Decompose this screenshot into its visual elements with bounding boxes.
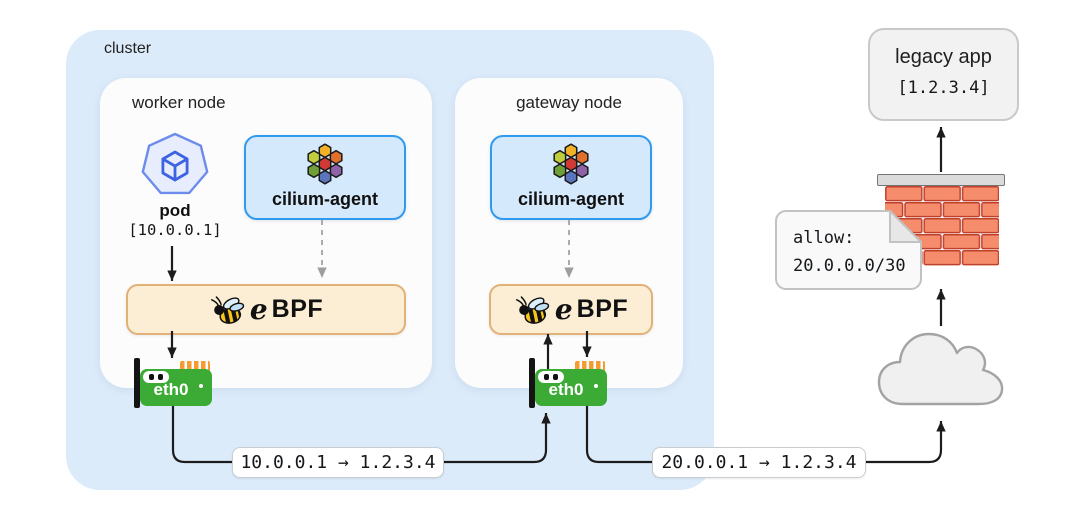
cilium-agent-label: cilium-agent: [517, 189, 624, 209]
eth0-bracket: [529, 358, 535, 408]
eth0-pins: [575, 361, 605, 372]
cilium-logo-icon: [492, 143, 650, 185]
cilium-agent-box-worker: cilium-agent: [244, 135, 406, 220]
rule-line-2: 20.0.0.0/30: [793, 256, 906, 276]
flow-label-worker-to-gateway: 10.0.0.1 → 1.2.3.4: [232, 447, 444, 478]
legacy-app-box: legacy app [1.2.3.4]: [868, 28, 1019, 121]
firewall-cap: [877, 174, 1005, 186]
flow-label-gateway-to-external: 20.0.0.1 → 1.2.3.4: [652, 447, 866, 478]
pod-label: pod: [159, 201, 191, 220]
ebpf-label-e: e: [554, 292, 573, 326]
legacy-app-ip: [1.2.3.4]: [897, 78, 990, 98]
network-card-icon: eth0: [535, 369, 607, 406]
pod-icon: [140, 132, 210, 198]
eth0-interface-worker: eth0: [134, 356, 214, 410]
cube-icon: [161, 150, 189, 182]
eth0-ports: [143, 371, 169, 383]
folded-note-icon: [775, 210, 922, 290]
eth0-label: eth0: [153, 380, 189, 399]
cilium-agent-box-gateway: cilium-agent: [490, 135, 652, 220]
worker-node-container: [100, 78, 432, 388]
network-card-icon: eth0: [140, 369, 212, 406]
eth0-bracket: [134, 358, 140, 408]
cluster-label: cluster: [104, 40, 152, 57]
eth0-pins: [180, 361, 210, 372]
eth0-interface-gateway: eth0: [529, 356, 609, 410]
legacy-app-label: legacy app: [895, 46, 992, 68]
bee-icon: [515, 295, 550, 325]
cilium-agent-label: cilium-agent: [271, 189, 378, 209]
ebpf-label-bpf: BPF: [576, 295, 629, 323]
worker-node-label: worker node: [132, 93, 226, 112]
eth0-label: eth0: [548, 380, 584, 399]
bee-icon: [210, 295, 245, 325]
pod-ip: [10.0.0.1]: [128, 221, 222, 239]
eth0-ports: [538, 371, 564, 383]
ebpf-label-bpf: BPF: [271, 295, 324, 323]
gateway-node-label: gateway node: [516, 93, 622, 112]
cilium-logo-icon: [246, 143, 404, 185]
eth0-led-dot: [594, 384, 598, 388]
rule-line-1: allow:: [793, 228, 855, 248]
eth0-led-dot: [199, 384, 203, 388]
firewall-rule-note: allow: 20.0.0.0/30: [775, 210, 922, 290]
ebpf-label-e: e: [249, 292, 268, 326]
cloud-icon: [875, 326, 1007, 410]
